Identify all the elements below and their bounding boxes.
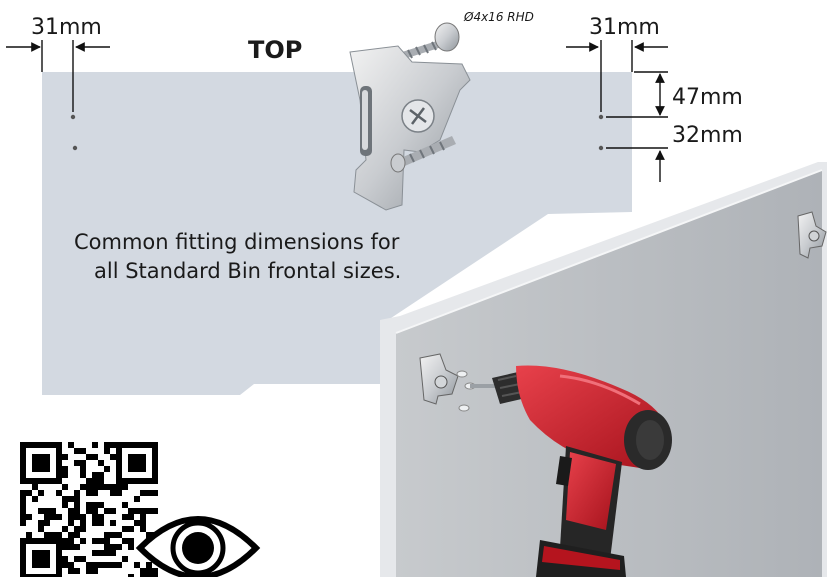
vertical-lower-label: 32mm — [672, 123, 743, 148]
right-dimension — [566, 40, 668, 112]
door-panel — [380, 162, 827, 577]
hole-left-upper — [70, 114, 76, 120]
hole-right-upper — [598, 114, 604, 120]
hole-markers — [70, 114, 604, 151]
door-bracket — [419, 353, 500, 412]
hole-right-lower — [598, 145, 604, 151]
top-label: TOP — [248, 36, 302, 64]
hole-left-lower — [72, 145, 78, 151]
screw-size-label: Ø4x16 RHD — [463, 10, 534, 24]
bracket-icon — [797, 211, 827, 259]
eye-icon — [135, 516, 261, 577]
vertical-dimensions — [606, 71, 668, 182]
frontal-panel — [42, 72, 632, 395]
vertical-upper-label: 47mm — [672, 85, 743, 110]
note-line-1: Common fitting dimensions for — [74, 230, 400, 254]
screw-icon — [402, 22, 460, 59]
drill-icon — [492, 365, 672, 577]
left-offset-label: 31mm — [31, 15, 102, 40]
qr-code-icon — [18, 440, 160, 577]
bracket-fitting — [349, 22, 471, 211]
left-dimension — [6, 40, 110, 112]
right-offset-label: 31mm — [589, 15, 660, 40]
note-line-2: all Standard Bin frontal sizes. — [94, 259, 401, 283]
